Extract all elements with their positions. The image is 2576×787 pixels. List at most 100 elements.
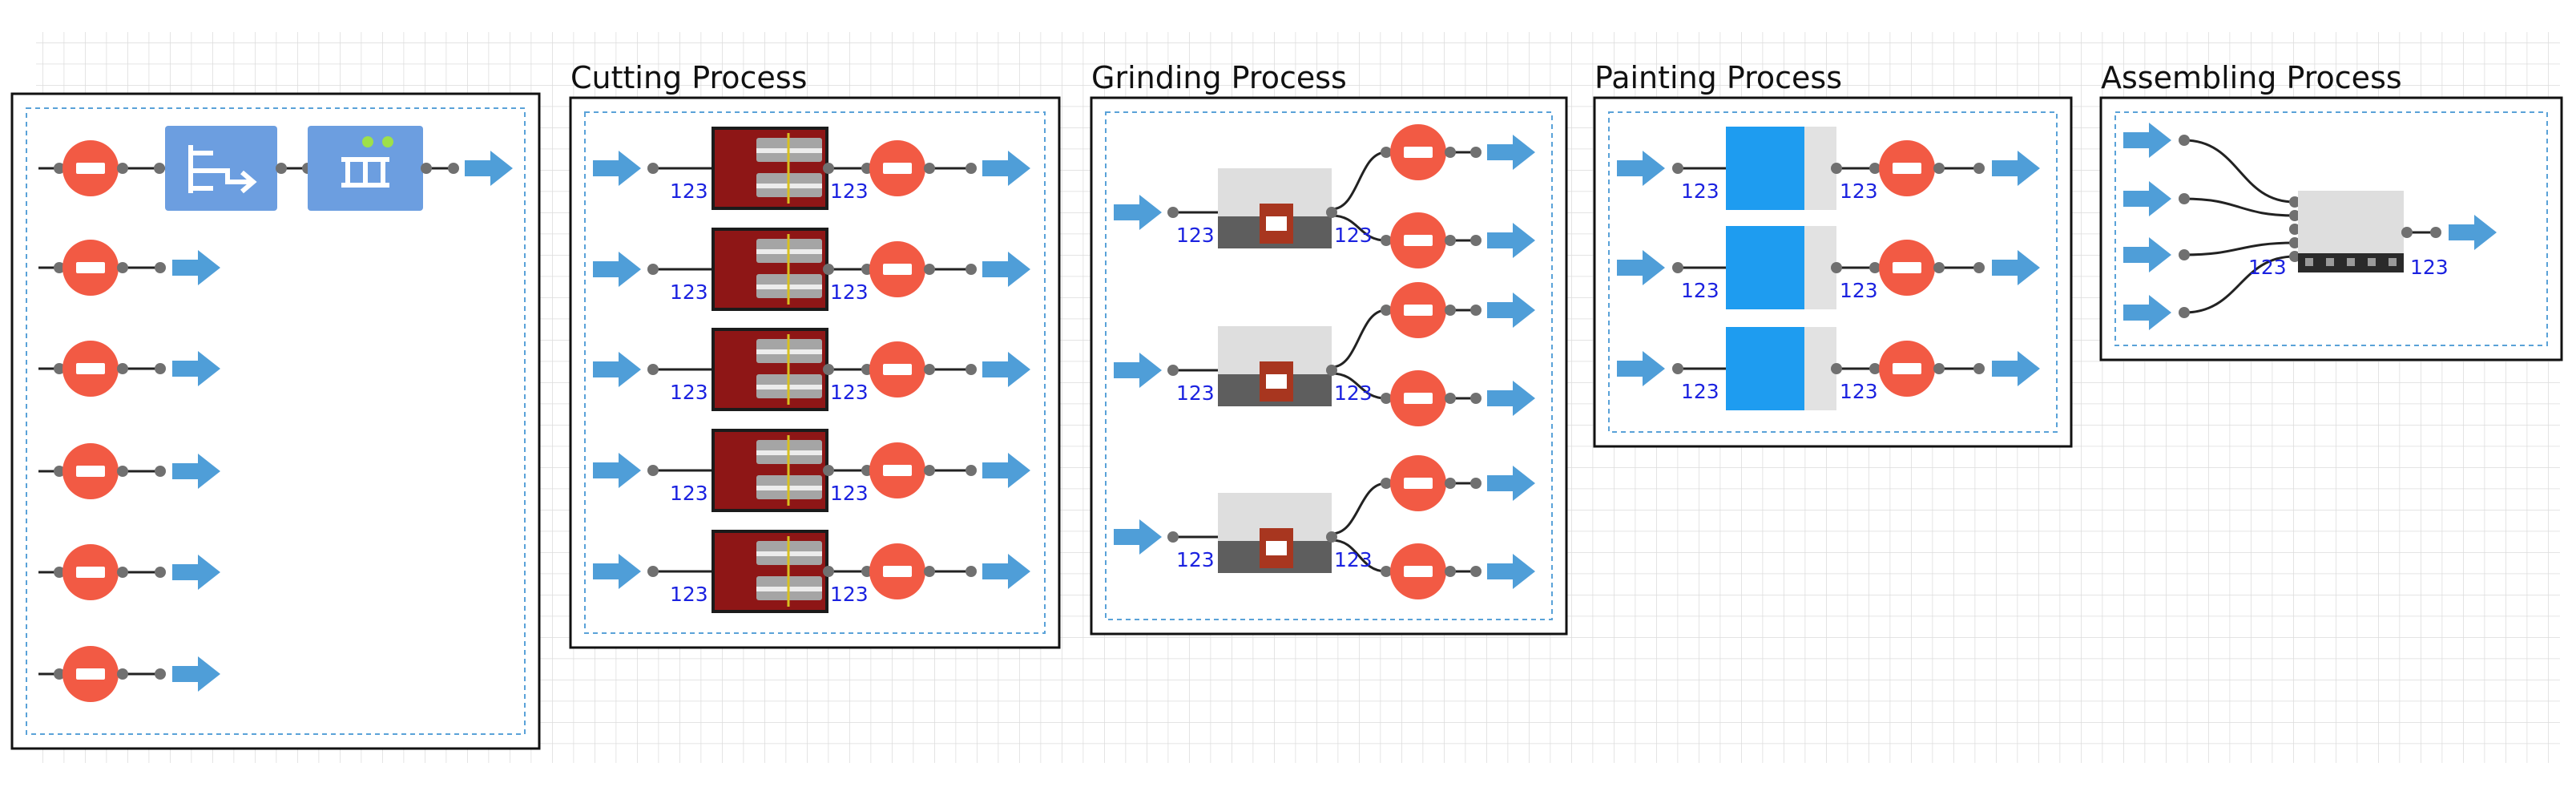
arrow-icon[interactable]: [982, 453, 1030, 488]
port-dot[interactable]: [117, 262, 128, 273]
port-dot[interactable]: [2401, 227, 2413, 238]
port-dot[interactable]: [647, 566, 659, 577]
cutting-machine-icon[interactable]: [712, 228, 828, 311]
arrow-icon[interactable]: [1992, 351, 2040, 386]
arrow-icon[interactable]: [2123, 237, 2171, 272]
port-dot[interactable]: [155, 567, 166, 578]
arrow-icon[interactable]: [982, 252, 1030, 287]
port-dot[interactable]: [155, 262, 166, 273]
grinder-icon[interactable]: [1218, 493, 1332, 573]
port-dot[interactable]: [647, 264, 659, 275]
arrow-icon[interactable]: [1487, 554, 1535, 589]
arrow-icon[interactable]: [1992, 151, 2040, 186]
stop-icon[interactable]: [62, 140, 119, 196]
port-dot[interactable]: [2179, 307, 2190, 318]
arrow-icon[interactable]: [1487, 223, 1535, 258]
arrow-icon[interactable]: [593, 453, 641, 488]
port-dot[interactable]: [1381, 478, 1392, 489]
port-dot[interactable]: [1167, 531, 1179, 543]
port-dot[interactable]: [2289, 210, 2300, 221]
arrow-icon[interactable]: [1487, 293, 1535, 328]
port-dot[interactable]: [1672, 363, 1683, 374]
stop-icon[interactable]: [1879, 140, 1935, 196]
port-dot[interactable]: [823, 364, 834, 375]
port-dot[interactable]: [1933, 363, 1945, 374]
port-dot[interactable]: [647, 364, 659, 375]
port-dot[interactable]: [965, 465, 977, 476]
stop-icon[interactable]: [62, 240, 119, 296]
router-block-icon[interactable]: [165, 126, 277, 211]
port-dot[interactable]: [924, 264, 935, 275]
arrow-icon[interactable]: [1617, 151, 1665, 186]
port-dot[interactable]: [54, 363, 65, 374]
stop-icon[interactable]: [1390, 370, 1446, 426]
port-dot[interactable]: [647, 465, 659, 476]
arrow-icon[interactable]: [172, 656, 220, 692]
port-dot[interactable]: [155, 363, 166, 374]
port-dot[interactable]: [54, 163, 65, 174]
arrow-icon[interactable]: [593, 352, 641, 387]
port-dot[interactable]: [117, 363, 128, 374]
port-dot[interactable]: [448, 163, 459, 174]
stop-icon[interactable]: [869, 442, 925, 498]
port-dot[interactable]: [2430, 227, 2441, 238]
port-dot[interactable]: [1326, 365, 1337, 376]
port-dot[interactable]: [1470, 147, 1482, 158]
port-dot[interactable]: [1445, 566, 1456, 577]
paint-station-icon[interactable]: [1726, 327, 1836, 410]
arrow-icon[interactable]: [172, 555, 220, 590]
port-dot[interactable]: [823, 566, 834, 577]
arrow-icon[interactable]: [172, 454, 220, 489]
port-dot[interactable]: [1672, 163, 1683, 174]
cutting-machine-icon[interactable]: [712, 127, 828, 210]
port-dot[interactable]: [924, 364, 935, 375]
arrow-icon[interactable]: [1487, 135, 1535, 170]
port-dot[interactable]: [924, 163, 935, 174]
port-dot[interactable]: [54, 262, 65, 273]
arrow-icon[interactable]: [982, 151, 1030, 186]
port-dot[interactable]: [965, 566, 977, 577]
port-dot[interactable]: [1831, 163, 1842, 174]
stop-icon[interactable]: [1879, 240, 1935, 296]
port-dot[interactable]: [155, 466, 166, 477]
port-dot[interactable]: [1470, 305, 1482, 316]
port-dot[interactable]: [965, 163, 977, 174]
arrow-icon[interactable]: [982, 554, 1030, 589]
port-dot[interactable]: [1326, 531, 1337, 543]
cutting-machine-icon[interactable]: [712, 530, 828, 613]
paint-station-icon[interactable]: [1726, 226, 1836, 309]
port-dot[interactable]: [154, 163, 165, 174]
arrow-icon[interactable]: [1487, 381, 1535, 416]
arrow-icon[interactable]: [1114, 519, 1162, 555]
arrow-icon[interactable]: [1617, 351, 1665, 386]
port-dot[interactable]: [1470, 566, 1482, 577]
port-dot[interactable]: [823, 264, 834, 275]
port-dot[interactable]: [1973, 363, 1985, 374]
port-dot[interactable]: [117, 567, 128, 578]
port-dot[interactable]: [647, 163, 659, 174]
port-dot[interactable]: [155, 668, 166, 680]
port-dot[interactable]: [1381, 235, 1392, 246]
arrow-icon[interactable]: [1487, 466, 1535, 501]
port-dot[interactable]: [117, 466, 128, 477]
paint-station-icon[interactable]: [1726, 127, 1836, 210]
port-dot[interactable]: [1470, 393, 1482, 404]
port-dot[interactable]: [54, 668, 65, 680]
port-dot[interactable]: [1933, 163, 1945, 174]
arrow-icon[interactable]: [1992, 250, 2040, 285]
port-dot[interactable]: [1869, 163, 1881, 174]
arrow-icon[interactable]: [2123, 295, 2171, 330]
port-dot[interactable]: [924, 465, 935, 476]
port-dot[interactable]: [1445, 147, 1456, 158]
port-dot[interactable]: [1445, 393, 1456, 404]
stop-icon[interactable]: [869, 341, 925, 398]
port-dot[interactable]: [1167, 207, 1179, 218]
stop-icon[interactable]: [869, 241, 925, 297]
port-dot[interactable]: [1470, 478, 1482, 489]
port-dot[interactable]: [54, 567, 65, 578]
port-dot[interactable]: [1869, 363, 1881, 374]
port-dot[interactable]: [1381, 305, 1392, 316]
port-dot[interactable]: [924, 566, 935, 577]
assembler-icon[interactable]: [2298, 191, 2404, 272]
